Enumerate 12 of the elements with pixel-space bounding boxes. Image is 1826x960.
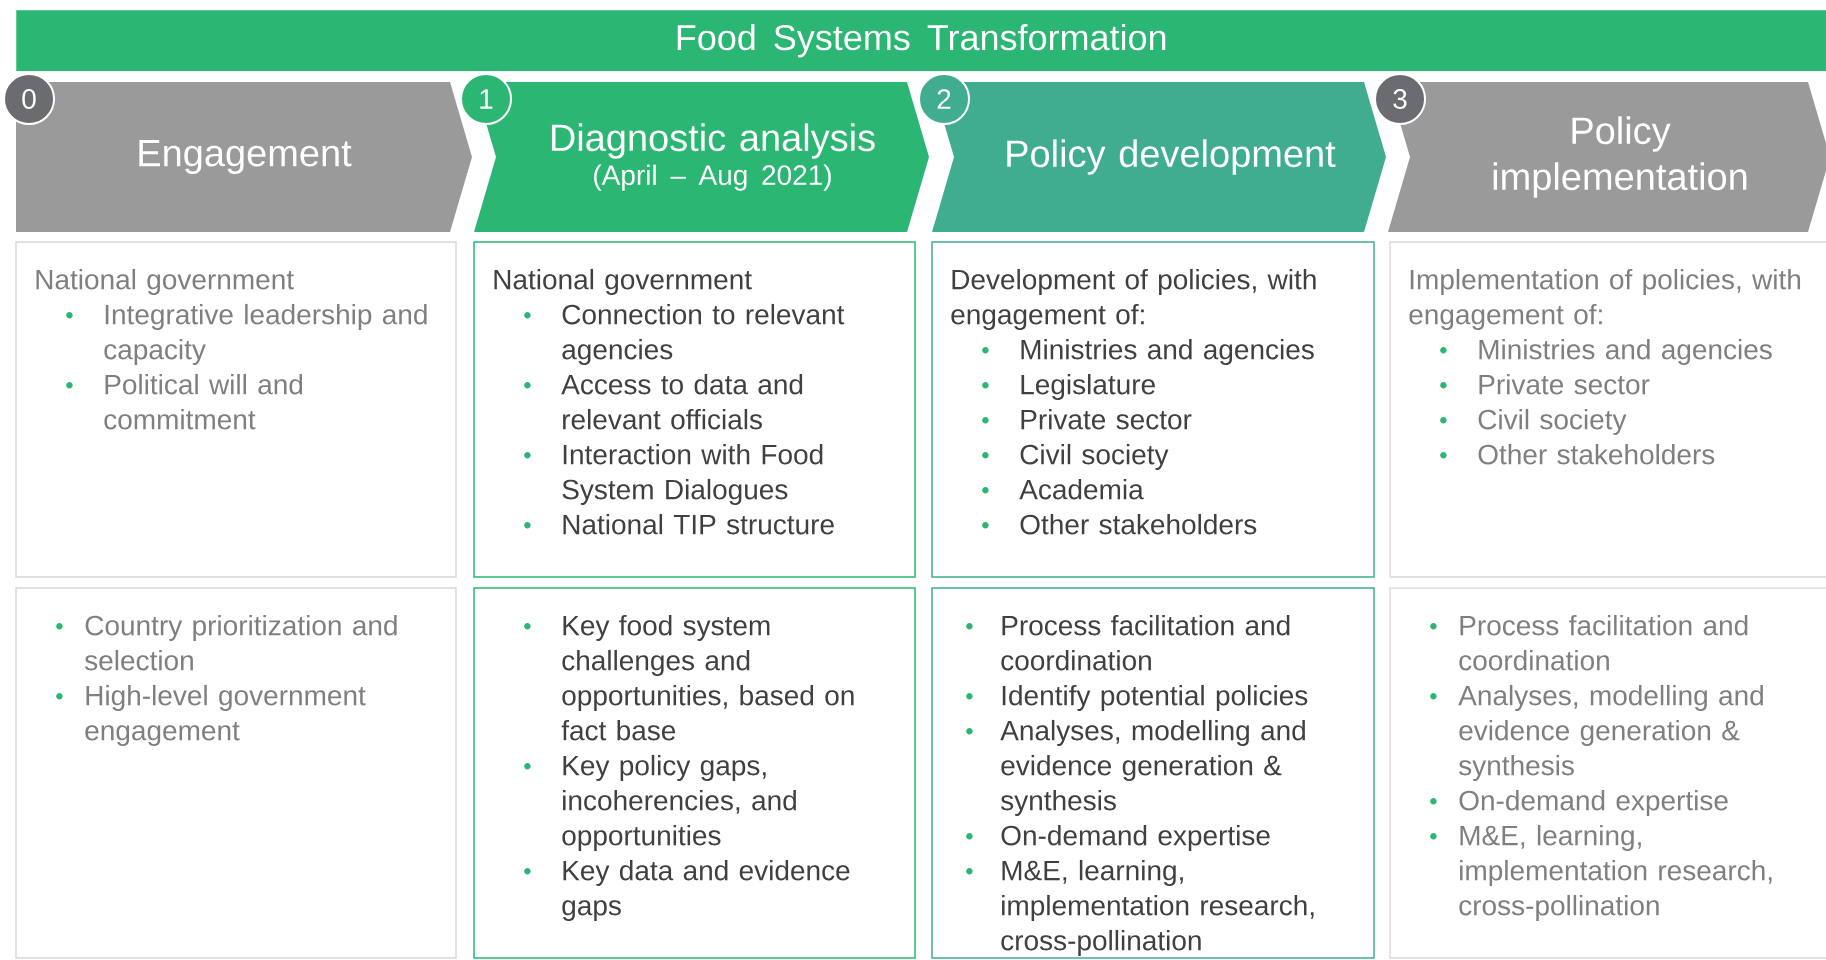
step-number: 2 (918, 73, 970, 125)
info-card: Process facilitation and coordination Identify potential policies Analyses, modelling and evidence generation & synthesis On-demand expertise M&E, learning, implementation research, cross-pollination (931, 587, 1375, 959)
info-card: Country prioritization and selection High-level government engagement (15, 587, 457, 959)
info-card: Implementation of policies, with engagement of: Ministries and agencies Private sector Civil society Other stakeholders (1389, 241, 1826, 578)
info-card: Key food system challenges and opportunities, based on fact base Key policy gaps, incoherencies, and opportunities Key data and evidence gaps (473, 587, 916, 959)
info-card: National government Connection to relevant agencies Access to data and relevant officials Interaction with Food System Dialogues National TIP structure (473, 241, 916, 578)
step-number: 1 (460, 73, 512, 125)
info-card: Development of policies, with engagement of: Ministries and agencies Legislature Private sector Civil society Academia Other stakeholders (931, 241, 1375, 578)
info-card: National government Integrative leadership and capacity Political will and commitment (15, 241, 457, 578)
step-number: 0 (3, 73, 55, 125)
step-number: 3 (1374, 73, 1426, 125)
info-card: Process facilitation and coordination Analyses, modelling and evidence generation & synthesis On-demand expertise M&E, learning, implementation research, cross-pollination (1389, 587, 1826, 959)
